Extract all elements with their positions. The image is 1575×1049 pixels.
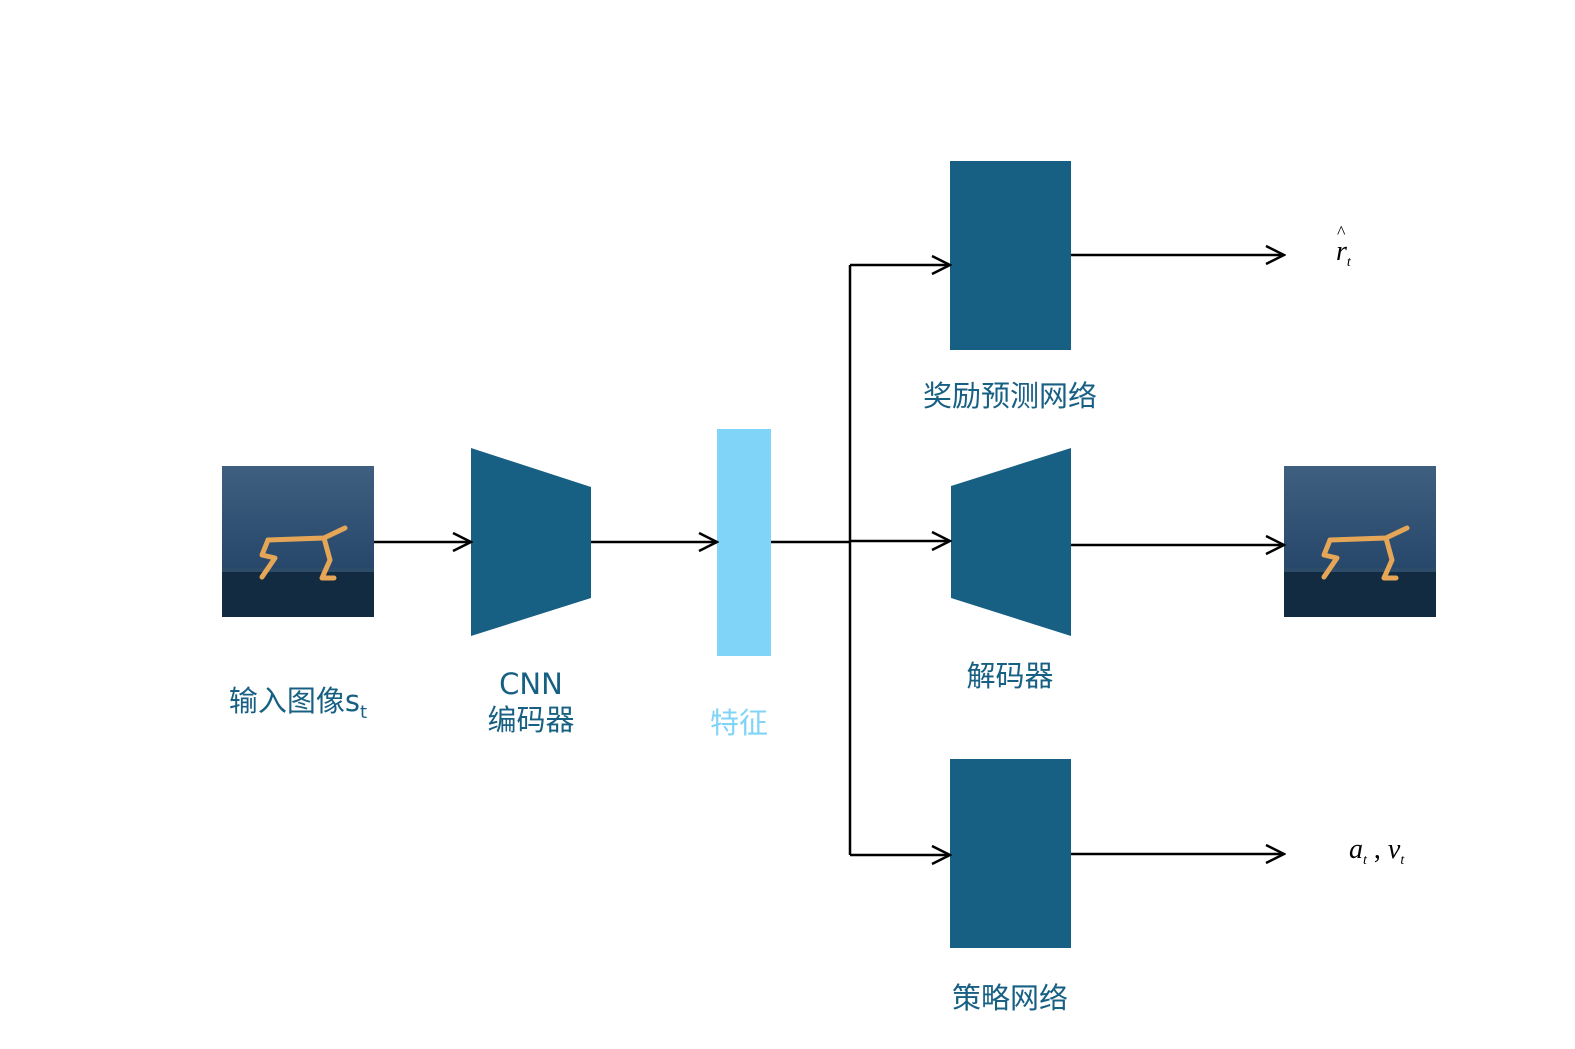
policy-output-label: at , vt (1349, 834, 1405, 868)
input-image (222, 466, 374, 617)
cnn-encoder-label-line2: 编码器 (487, 703, 575, 738)
policy-net-block (950, 759, 1071, 948)
feature-label: 特征 (709, 706, 768, 740)
cnn-encoder-label-line1: CNN (499, 667, 563, 701)
reward-net-block (950, 161, 1071, 350)
decoder-block (951, 448, 1071, 636)
reward-output-label: rt (1336, 222, 1351, 271)
cnn-encoder-label: CNN 编码器 (451, 666, 611, 739)
input-image-label: 输入图像st (228, 684, 368, 723)
feature-bar (717, 429, 771, 656)
policy-net-label: 策略网络 (951, 981, 1068, 1015)
reward-net-label: 奖励预测网络 (922, 379, 1097, 413)
output-image (1284, 466, 1436, 617)
decoder-label: 解码器 (966, 659, 1054, 693)
cnn-encoder-block (471, 448, 591, 636)
